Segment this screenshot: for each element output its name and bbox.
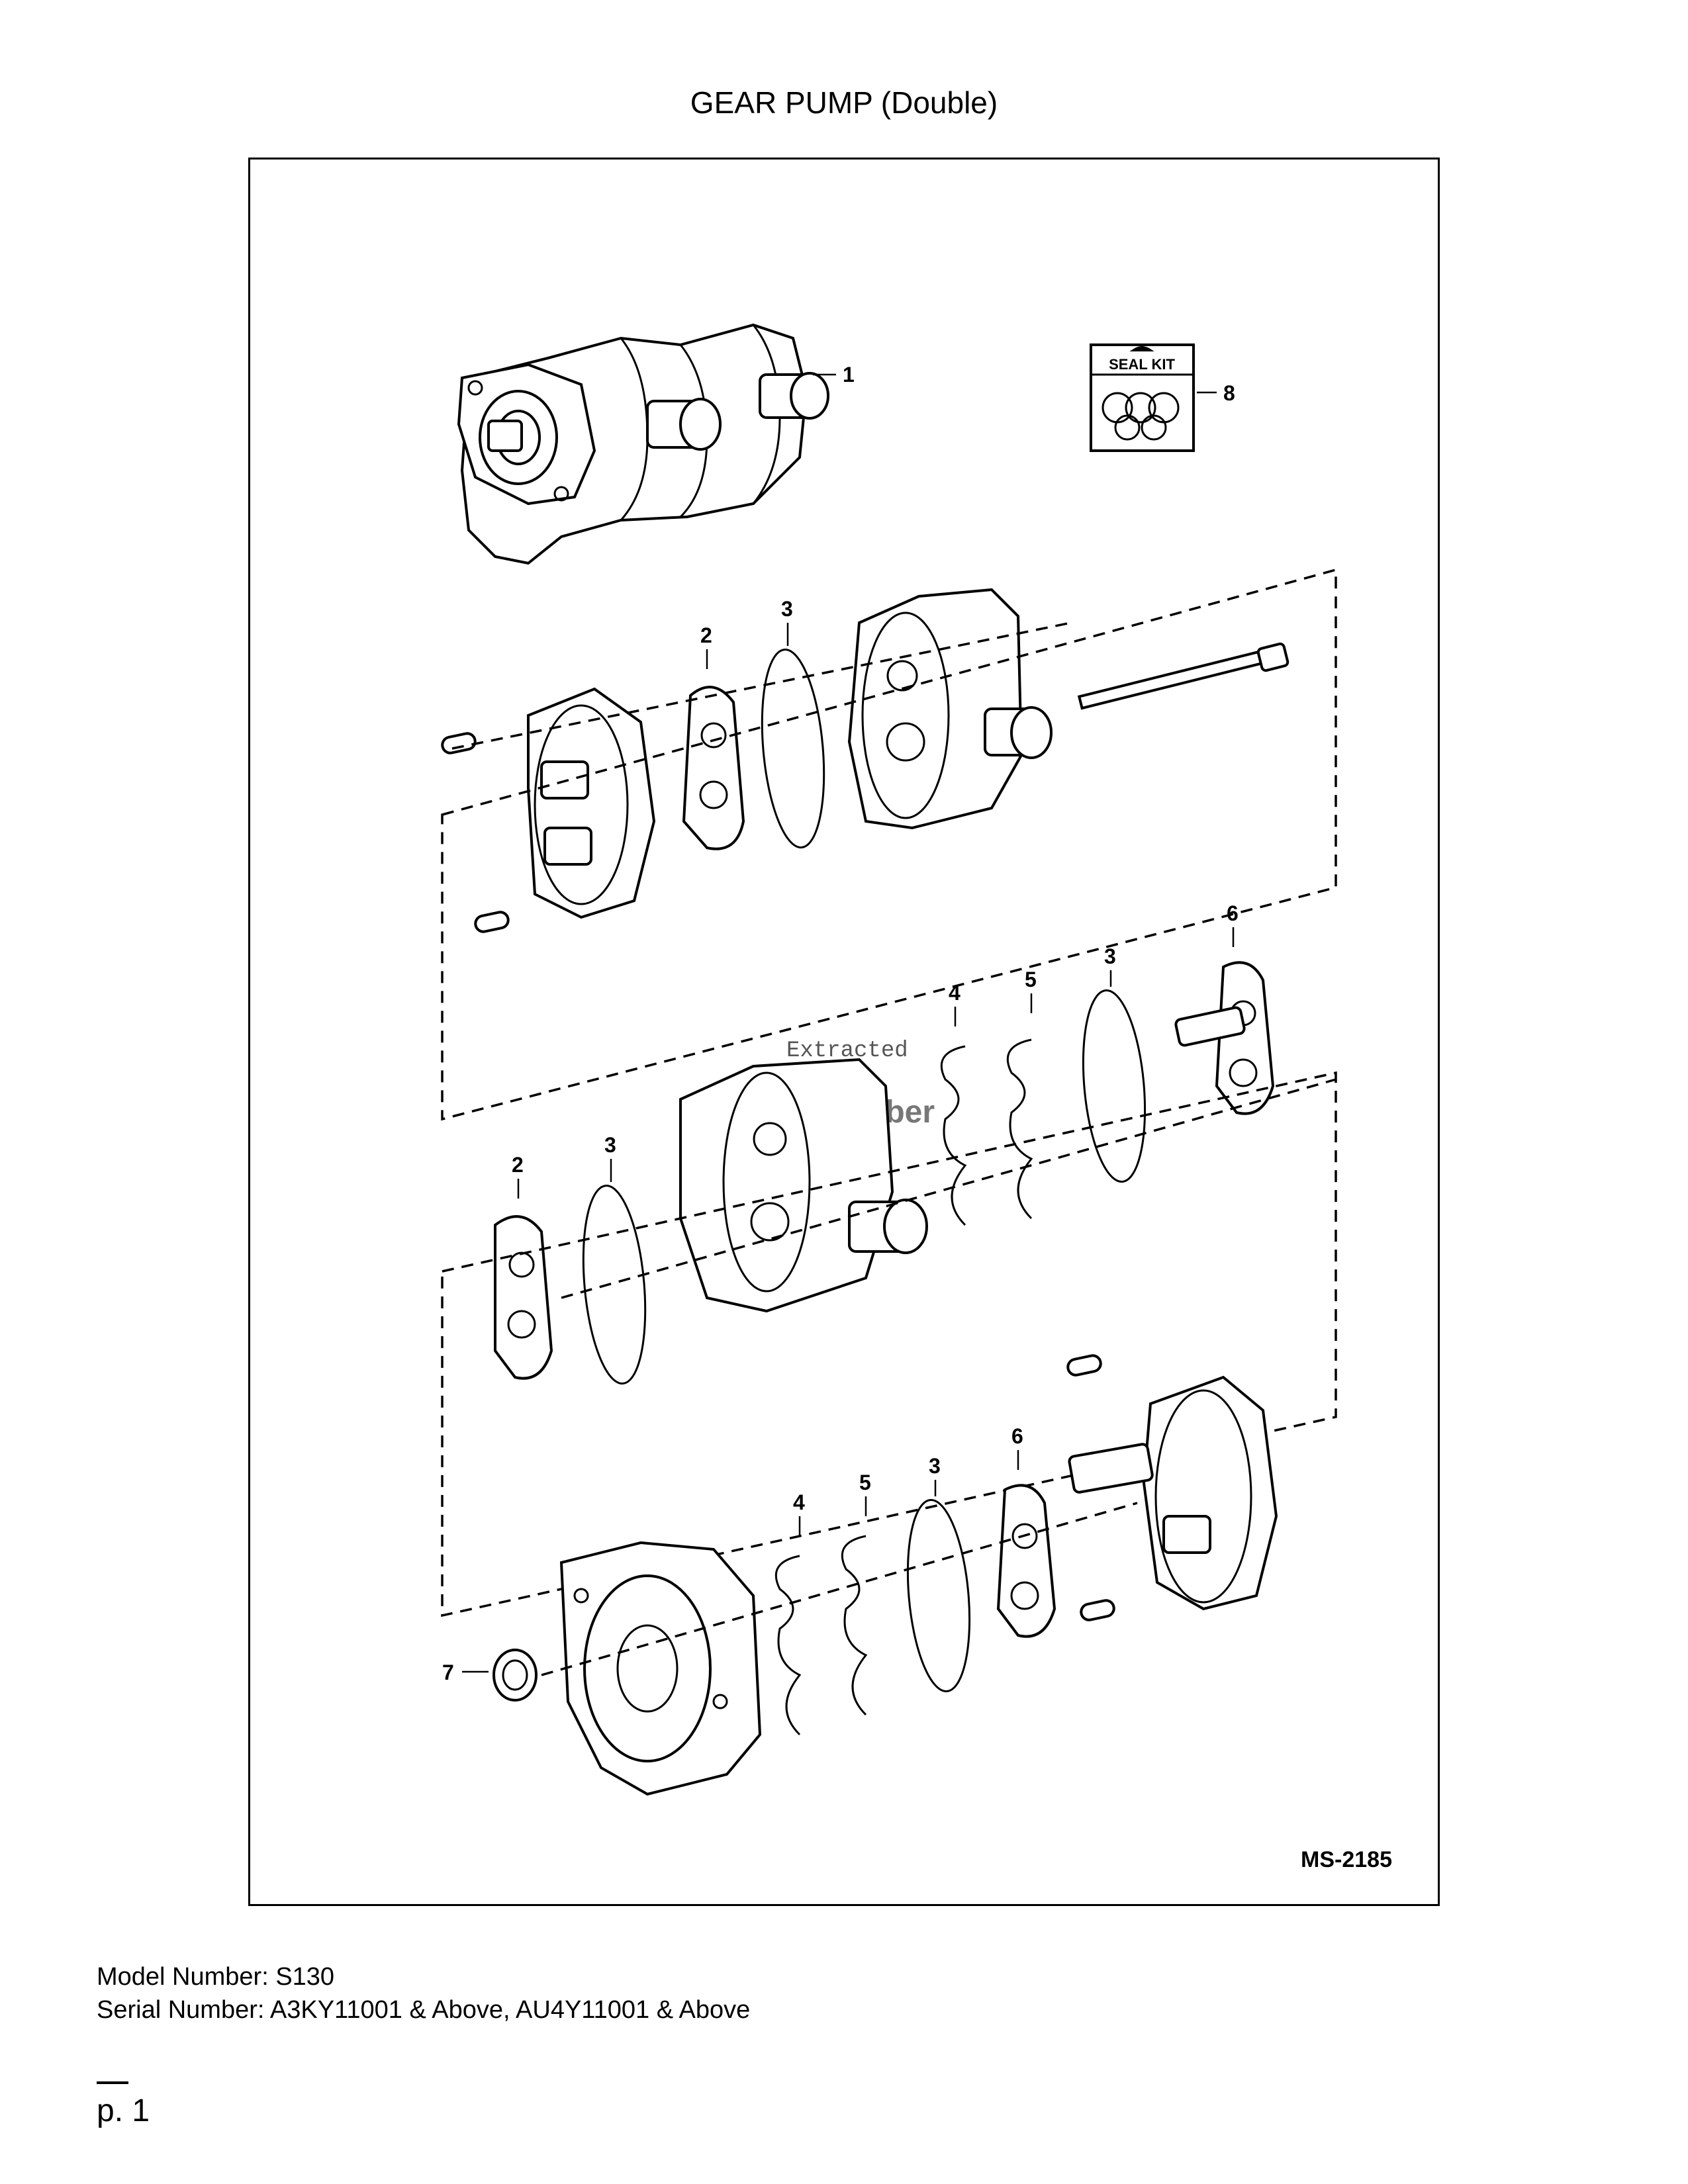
seal-kit-box: SEAL KIT 8	[1090, 343, 1235, 452]
callout-5-lower: 5	[859, 1471, 871, 1494]
callout-2-lower: 2	[512, 1153, 524, 1177]
callout-1: 1	[843, 363, 855, 387]
callout-3-mid-left: 3	[604, 1133, 616, 1157]
assembled-gear-pump: 1	[457, 323, 855, 565]
seal-kit-label: SEAL KIT	[1109, 356, 1175, 373]
callout-4-upper: 4	[949, 981, 961, 1005]
page-number: p. 1	[97, 2093, 150, 2128]
callout-6-lower: 6	[1011, 1424, 1023, 1448]
callout-7: 7	[442, 1661, 454, 1684]
callout-4-lower: 4	[793, 1490, 805, 1514]
callout-3-mid-right: 3	[1104, 944, 1116, 968]
callout-3-lower: 3	[929, 1454, 941, 1478]
upper-exploded-row: 2 3	[441, 568, 1337, 1121]
callout-6-upper: 6	[1227, 901, 1239, 925]
drawing-id: MS-2185	[1301, 1847, 1392, 1872]
callout-5-upper: 5	[1025, 968, 1037, 991]
lower-exploded-row: 7 4 5 3 6	[442, 1354, 1278, 1796]
page-number-rule	[97, 2081, 128, 2084]
model-number: Model Number: S130	[97, 1963, 335, 1991]
middle-exploded-row: Extracted with PdfGrabber 2 3 4 5 3	[441, 901, 1337, 1617]
serial-number: Serial Number: A3KY11001 & Above, AU4Y11…	[97, 1996, 751, 2024]
callout-3-upper: 3	[781, 597, 793, 621]
exploded-parts-diagram: 1 SEAL KIT 8 2 3	[248, 158, 1440, 1906]
callout-8: 8	[1223, 381, 1235, 405]
callout-2-upper: 2	[700, 623, 712, 647]
page-title: GEAR PUMP (Double)	[690, 85, 998, 120]
